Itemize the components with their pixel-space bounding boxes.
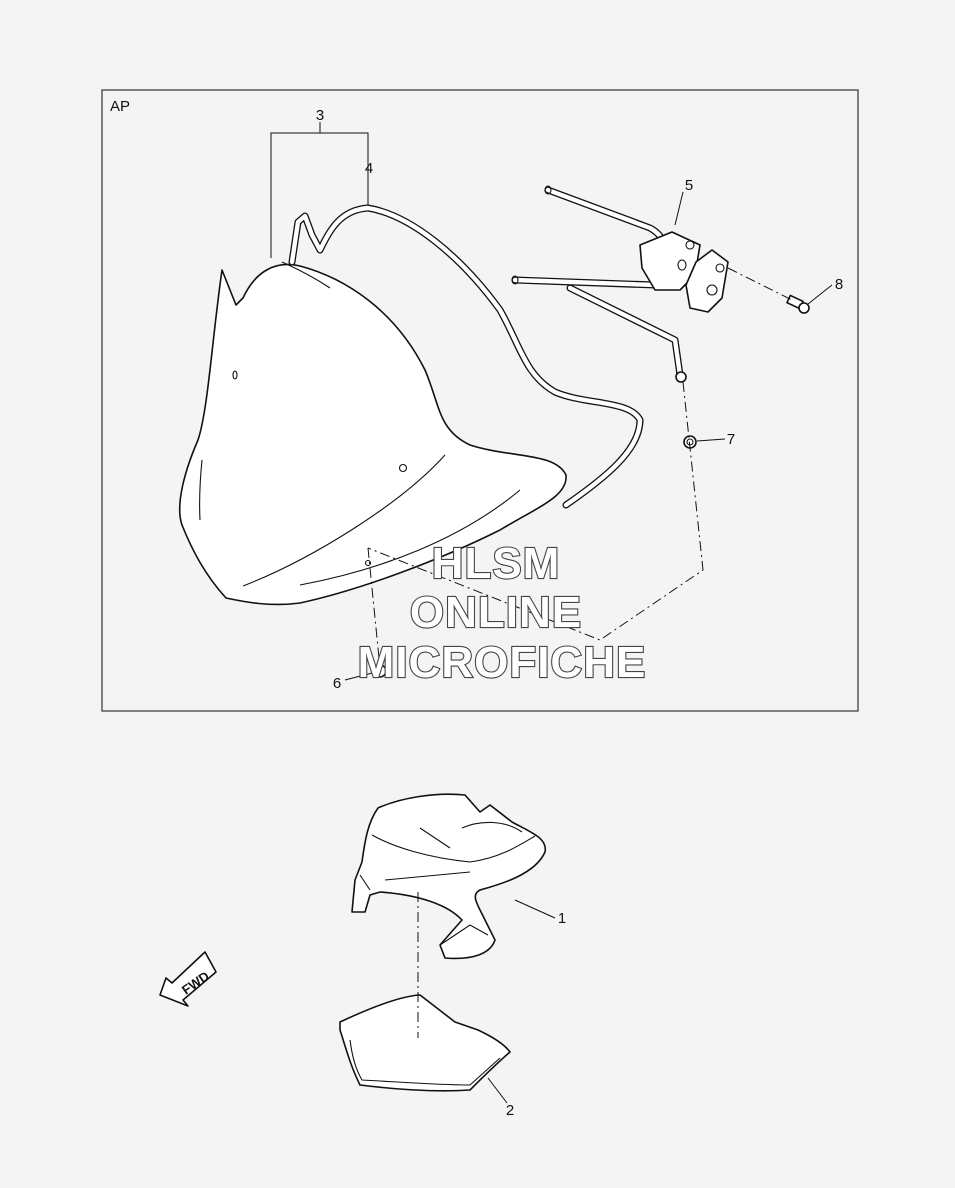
front-cowl bbox=[351, 793, 546, 960]
windscreen-edge-trim bbox=[288, 204, 644, 509]
ap-panel-label: AP bbox=[110, 98, 130, 115]
bolt-8 bbox=[786, 294, 810, 314]
callout-7: 7 bbox=[727, 431, 735, 448]
callout-5: 5 bbox=[685, 177, 693, 194]
screw-6 bbox=[373, 664, 387, 678]
assembly-line-grommet bbox=[367, 381, 704, 641]
watermark-line-1: HLSM bbox=[432, 539, 561, 588]
callout-4: 4 bbox=[365, 160, 373, 177]
windscreen bbox=[178, 261, 567, 606]
windscreen-bracket bbox=[511, 185, 729, 383]
watermark: HLSM ONLINE MICROFICHE bbox=[357, 538, 647, 688]
ap-panel-frame bbox=[101, 89, 859, 712]
callout-3: 3 bbox=[316, 107, 324, 124]
fwd-arrow-icon: FWD bbox=[159, 951, 217, 1007]
cowl-panel bbox=[339, 994, 511, 1092]
watermark-line-3: MICROFICHE bbox=[358, 638, 647, 687]
callout-2: 2 bbox=[506, 1102, 514, 1119]
assembly-line-bolt-8 bbox=[727, 267, 793, 301]
callout-1: 1 bbox=[558, 910, 566, 927]
leader-lines bbox=[270, 122, 833, 1104]
callout-8: 8 bbox=[835, 276, 843, 293]
watermark-line-2: ONLINE bbox=[410, 588, 582, 637]
assembly-line-screw-6 bbox=[367, 547, 381, 669]
callout-6: 6 bbox=[333, 675, 341, 692]
